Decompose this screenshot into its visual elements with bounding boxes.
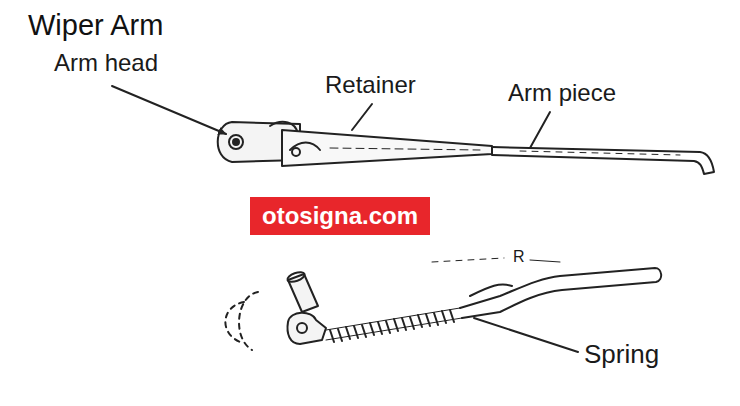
diagram-title: Wiper Arm [28, 10, 163, 42]
dimension-label: R [513, 248, 525, 266]
watermark: otosigna.com [262, 203, 418, 229]
part-label: Retainer [325, 72, 416, 98]
part-label: Spring [584, 340, 659, 369]
part-label: Arm head [54, 50, 158, 76]
part-label: Arm piece [508, 80, 616, 106]
